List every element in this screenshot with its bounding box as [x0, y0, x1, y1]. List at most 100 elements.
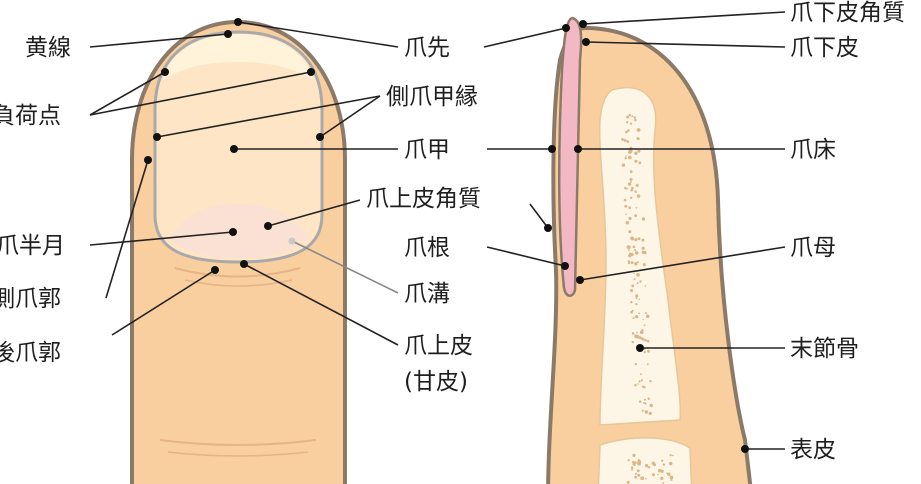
bone-speckle — [627, 155, 632, 160]
bone-speckle — [649, 403, 653, 408]
bone-speckle — [627, 458, 630, 462]
bone-speckle — [629, 122, 633, 125]
finger-side-view — [546, 16, 753, 484]
bone-speckle — [634, 262, 638, 266]
bone-speckle — [672, 454, 674, 457]
bone-shape — [598, 86, 682, 426]
bone-speckle — [636, 272, 640, 277]
bone-speckle — [626, 121, 629, 124]
bone-speckle — [640, 476, 645, 481]
bone-speckle — [630, 466, 634, 469]
bone-speckle — [635, 294, 639, 298]
bone-speckle — [634, 472, 638, 476]
label-cuticle: 爪上皮 — [404, 333, 473, 359]
bone-speckle — [668, 461, 673, 466]
bone-speckle — [626, 115, 630, 119]
bone-speckle — [639, 280, 642, 283]
bone-speckle — [662, 463, 666, 466]
label-proximal-nail-fold: 後爪郭 — [0, 340, 61, 366]
bone-speckle — [643, 386, 646, 389]
bone-speckle — [639, 336, 643, 340]
bone-speckle — [643, 324, 646, 327]
bone-speckle — [639, 330, 644, 335]
bone-speckle — [631, 115, 634, 118]
bone-speckle — [649, 379, 652, 383]
bone-speckle — [642, 252, 644, 255]
bone-speckle — [661, 459, 664, 462]
labels: 黄線 負荷点 爪半月 側爪郭 後爪郭 爪先 側爪甲縁 爪甲 爪上皮角質 爪根 爪… — [0, 0, 905, 463]
bone-speckle — [631, 284, 635, 288]
bone-speckle — [670, 478, 673, 482]
bone-speckle — [623, 198, 627, 202]
bone-speckle — [640, 373, 642, 376]
bone-speckle — [637, 137, 640, 140]
bone-speckle — [645, 314, 650, 318]
bone-speckle — [631, 309, 634, 312]
bone-speckle — [645, 411, 648, 414]
bone-speckle — [630, 237, 635, 241]
bone-speckle — [628, 249, 630, 251]
bone-speckle — [638, 380, 641, 383]
bone-speckle — [630, 188, 634, 192]
bone-speckle — [636, 194, 641, 198]
bone-speckle — [660, 476, 664, 481]
bone-speckle — [630, 300, 633, 304]
bone-speckle — [628, 113, 632, 117]
bone-speckle — [641, 246, 645, 250]
bone-speckle — [632, 460, 635, 464]
bone-speckle — [632, 245, 636, 249]
bone-speckle — [634, 118, 637, 122]
bone-speckle — [628, 150, 632, 154]
label-distal-phalanx: 末節骨 — [790, 336, 859, 362]
bone-speckle — [627, 262, 631, 265]
bone-speckle — [646, 339, 650, 343]
label-cuticle-common: (甘皮) — [404, 369, 468, 395]
bone-speckle — [669, 453, 672, 457]
bone-speckle — [629, 177, 633, 182]
bone-speckle — [630, 289, 634, 293]
bone-speckle — [630, 196, 633, 199]
bone-speckle — [629, 170, 633, 174]
label-hyponychium-keratin: 爪下皮角質 — [790, 0, 905, 26]
bone-speckle — [630, 252, 634, 257]
bone-speckle — [627, 182, 632, 186]
skin-crease — [174, 267, 301, 278]
bone-speckle — [634, 151, 638, 155]
bone-speckle — [625, 213, 627, 216]
bone-speckle — [637, 237, 641, 241]
bone-speckle — [641, 337, 645, 341]
bone-speckle — [630, 261, 634, 265]
bone-speckle — [637, 261, 639, 264]
bone-speckle — [643, 351, 646, 354]
bone-speckle — [630, 181, 632, 183]
bone-speckle — [634, 362, 637, 366]
label-yellow-line: 黄線 — [25, 35, 71, 61]
label-nail-tip: 爪先 — [404, 35, 450, 61]
label-nail-bed: 爪床 — [790, 137, 836, 163]
bone-speckle — [647, 349, 650, 353]
bone-speckle — [637, 149, 641, 153]
bone-speckle — [634, 461, 637, 465]
bone-speckle — [626, 245, 631, 249]
bone-speckle — [625, 155, 627, 157]
bone-speckle — [633, 272, 635, 275]
bone-texture — [621, 113, 674, 484]
bone-speckle — [648, 411, 652, 416]
bone-speckle — [634, 383, 637, 387]
bone-speckle — [634, 251, 639, 255]
bone-speckle — [625, 221, 630, 225]
label-nail-root: 爪根 — [404, 235, 450, 261]
finger-top-view — [130, 19, 347, 484]
bone-speckle — [636, 128, 641, 132]
bone-speckle — [641, 409, 644, 412]
bone-speckle — [635, 297, 638, 299]
nail-plate-shape — [153, 30, 324, 264]
bone-speckle — [634, 475, 638, 479]
bone-speckle — [625, 187, 628, 190]
bone-speckle — [634, 159, 638, 163]
bone-speckle — [634, 238, 638, 242]
bone-speckle — [641, 217, 646, 221]
free-edge-shape — [163, 34, 313, 80]
bone-speckle — [638, 312, 640, 315]
